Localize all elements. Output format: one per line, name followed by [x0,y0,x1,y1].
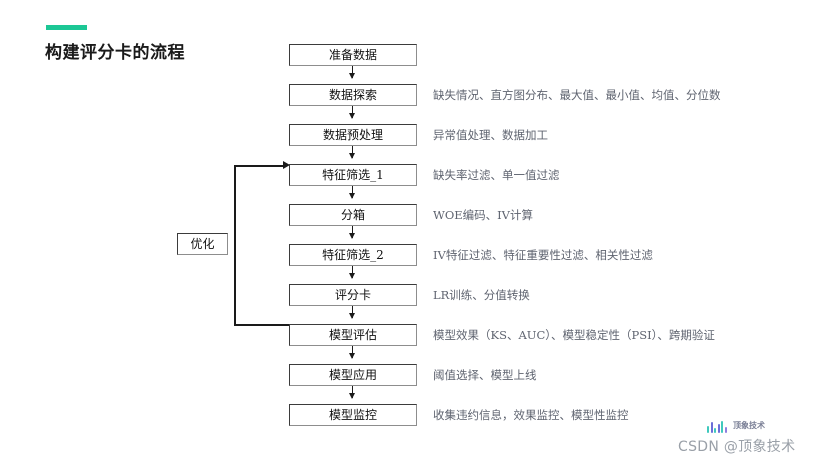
note-feature-selection-1: 缺失率过滤、单一值过滤 [433,168,560,182]
flow-node-prepare-data[interactable]: 准备数据 [289,44,417,66]
feedback-loop-bottom-line [234,324,290,326]
brand-logo: 顶象技术 [707,419,789,434]
csdn-watermark: CSDN @顶象技术 [678,439,796,455]
flow-node-feature-selection-1[interactable]: 特征筛选_1 [289,164,417,186]
note-feature-selection-2: IV特征过滤、特征重要性过滤、相关性过滤 [433,248,653,262]
note-scorecard: LR训练、分值转换 [433,288,530,302]
connector-arrow-2 [349,106,355,119]
flow-node-model-application[interactable]: 模型应用 [289,364,417,386]
brand-bars-icon [707,420,727,433]
brand-name: 顶象技术 [733,421,765,430]
feedback-loop-top-line [234,165,284,167]
title-accent-bar [46,25,87,30]
connector-arrow-4 [349,186,355,199]
connector-arrow-8 [349,346,355,359]
flow-node-scorecard[interactable]: 评分卡 [289,284,417,306]
connector-arrow-9 [349,386,355,399]
feedback-loop-arrowhead [283,161,290,169]
connector-arrow-5 [349,226,355,239]
connector-arrow-1 [349,66,355,79]
flow-node-model-monitoring[interactable]: 模型监控 [289,404,417,426]
flow-node-data-exploration[interactable]: 数据探索 [289,84,417,106]
feedback-loop-vertical-line [234,166,236,326]
connector-arrow-3 [349,146,355,159]
note-data-exploration: 缺失情况、直方图分布、最大值、最小值、均值、分位数 [433,88,721,102]
feedback-loop-label-optimize: 优化 [177,233,228,255]
note-model-application: 阈值选择、模型上线 [433,368,537,382]
flow-node-binning[interactable]: 分箱 [289,204,417,226]
page-title: 构建评分卡的流程 [45,43,185,63]
flow-node-model-evaluation[interactable]: 模型评估 [289,324,417,346]
note-binning: WOE编码、IV计算 [433,208,533,222]
flow-node-data-preprocessing[interactable]: 数据预处理 [289,124,417,146]
note-model-evaluation: 模型效果（KS、AUC）、模型稳定性（PSI）、跨期验证 [433,328,715,342]
connector-arrow-7 [349,306,355,319]
connector-arrow-6 [349,266,355,279]
flow-node-feature-selection-2[interactable]: 特征筛选_2 [289,244,417,266]
note-model-monitoring: 收集违约信息，效果监控、模型性监控 [433,408,629,422]
note-data-preprocessing: 异常值处理、数据加工 [433,128,548,142]
